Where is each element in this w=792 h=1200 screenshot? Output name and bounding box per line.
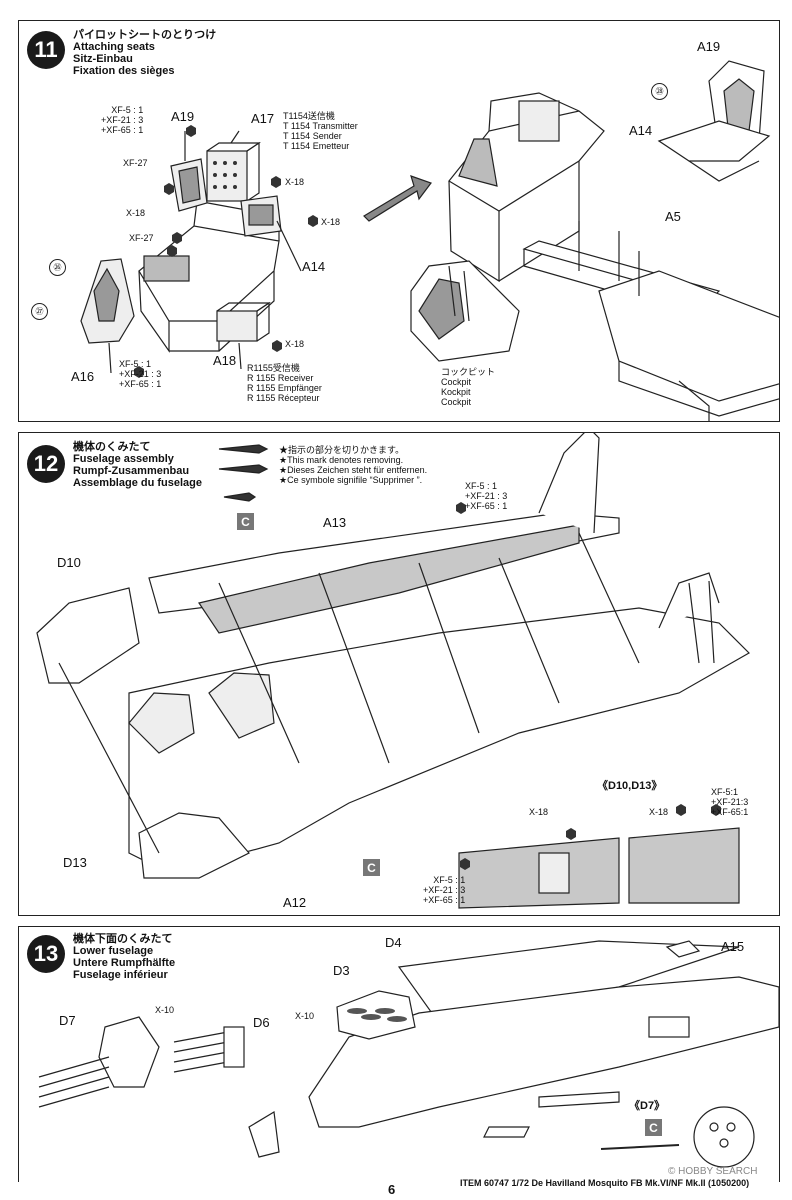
decal-marker-26: ㉖ <box>49 259 66 276</box>
step-number-badge: 12 <box>27 445 65 483</box>
step-11-panel: 11 パイロットシートのとりつけ Attaching seats Sitz-Ei… <box>18 20 780 422</box>
title-de: Untere Rumpfhälfte <box>73 957 176 969</box>
paint-callout-a16: XF-5 : 1 +XF-21 : 3 +XF-65 : 1 <box>119 359 162 389</box>
remove-mark-notes: ★指示の部分を切りかきます。 ★This mark denotes removi… <box>279 445 428 485</box>
part-label-d7: D7 <box>59 1013 76 1028</box>
step-title: 機体のくみたて Fuselage assembly Rumpf-Zusammen… <box>73 441 202 489</box>
part-tree-c-icon: C <box>363 859 380 876</box>
step-number-badge: 13 <box>27 935 65 973</box>
detail-x18-a: X-18 <box>529 807 549 817</box>
part-tree-c-icon: C <box>237 513 254 530</box>
detail-paint-left: XF-5 : 1 +XF-21 : 3 +XF-65 : 1 <box>423 875 466 905</box>
paint-x10-a: X-10 <box>155 1005 175 1015</box>
part-label-d13: D13 <box>63 855 87 870</box>
detail-x18-b: X-18 <box>649 807 669 817</box>
step-number-badge: 11 <box>27 31 65 69</box>
part-label-a18: A18 <box>213 353 237 368</box>
watermark: © HOBBY SEARCH <box>668 1166 758 1177</box>
detail-paint-right: XF-5:1 +XF-21:3 +XF-65:1 <box>711 787 749 817</box>
step-title: パイロットシートのとりつけ Attaching seats Sitz-Einba… <box>73 29 216 77</box>
part-label-a5: A5 <box>665 209 681 224</box>
paint-callout-a19: XF-5 : 1 +XF-21 : 3 +XF-65 : 1 <box>101 105 144 135</box>
step-13-panel: 13 機体下面のくみたて Lower fuselage Untere Rumpf… <box>18 926 780 1182</box>
title-fr: Fixation des sièges <box>73 65 175 77</box>
page-number: 6 <box>388 1182 396 1197</box>
detail-d7-title: 《D7》 <box>629 1100 666 1112</box>
paint-x18-d: X-18 <box>285 339 305 349</box>
title-de: Rumpf-Zusammenbau <box>73 465 190 477</box>
part-label-a14-inset: A14 <box>629 123 653 138</box>
title-en: Lower fuselage <box>73 945 154 957</box>
part-label-a17: A17 <box>251 111 275 126</box>
title-de: Sitz-Einbau <box>73 53 133 65</box>
part-label-a19-inset: A19 <box>697 39 721 54</box>
title-en: Fuselage assembly <box>73 453 174 465</box>
detail-d10-d13-title: 《D10,D13》 <box>597 780 663 792</box>
part-label-a12: A12 <box>283 895 307 910</box>
decal-marker-28: ㉘ <box>651 83 668 100</box>
step-12-illustration <box>36 433 750 909</box>
part-label-d4: D4 <box>385 935 402 950</box>
paint-x10-b: X-10 <box>295 1011 315 1021</box>
title-jp: パイロットシートのとりつけ <box>73 29 217 41</box>
paint-x18-b: X-18 <box>285 177 305 187</box>
title-jp: 機体下面のくみたて <box>73 933 173 945</box>
item-footer: ITEM 60747 1/72 De Havilland Mosquito FB… <box>460 1178 750 1188</box>
part-label-a16: A16 <box>71 369 95 384</box>
title-jp: 機体のくみたて <box>73 441 151 453</box>
step-title: 機体下面のくみたて Lower fuselage Untere Rumpfhäl… <box>73 933 175 981</box>
paint-x18-a: X-18 <box>126 208 146 218</box>
step-12-panel: 12 機体のくみたて Fuselage assembly Rumpf-Zusam… <box>18 432 780 916</box>
decal-marker-27: ㉗ <box>31 303 48 320</box>
title-fr: Assemblage du fuselage <box>73 477 202 489</box>
paint-xf27-b: XF-27 <box>129 233 154 243</box>
title-fr: Fuselage inférieur <box>73 969 168 981</box>
step-11-illustration <box>80 60 779 421</box>
cockpit-label: コックピット Cockpit Kockpit Cockpit <box>441 367 496 407</box>
part-label-d3: D3 <box>333 963 350 978</box>
transmitter-label: T1154送信機 T 1154 Transmitter T 1154 Sende… <box>283 111 358 151</box>
receiver-label: R1155受信機 R 1155 Receiver R 1155 Empfänge… <box>247 363 322 403</box>
part-tree-c-icon: C <box>645 1119 662 1136</box>
paint-x18-c: X-18 <box>321 217 341 227</box>
paint-xf27-a: XF-27 <box>123 158 148 168</box>
title-en: Attaching seats <box>73 41 155 53</box>
part-label-a14: A14 <box>302 259 326 274</box>
part-label-d10: D10 <box>57 555 81 570</box>
step-13-illustration <box>38 940 779 1168</box>
part-label-a19: A19 <box>171 109 195 124</box>
part-label-a13: A13 <box>323 515 347 530</box>
part-label-a15: A15 <box>721 939 745 954</box>
part-label-d6: D6 <box>253 1015 270 1030</box>
paint-callout-a13: XF-5 : 1 +XF-21 : 3 +XF-65 : 1 <box>465 481 508 511</box>
